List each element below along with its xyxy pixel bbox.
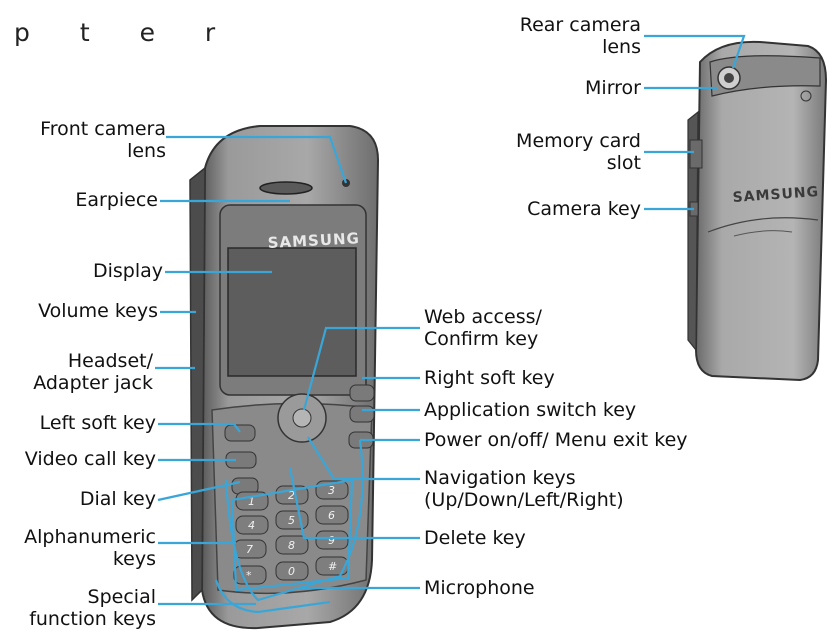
label-microphone: Microphone	[424, 577, 535, 599]
keypad-key-glyph: *	[246, 569, 252, 582]
label-mirror: Mirror	[585, 77, 641, 99]
front-brand-logo: SAMSUNG	[267, 229, 360, 252]
keypad-key-glyph: 7	[246, 543, 253, 556]
display-screen	[227, 247, 357, 377]
label-right-soft-key: Right soft key	[424, 367, 555, 389]
label-application-switch-key: Application switch key	[424, 399, 637, 421]
label-volume-keys: Volume keys	[38, 300, 158, 322]
label-power-menu-exit-key: Power on/off/ Menu exit key	[424, 429, 688, 451]
keypad-key-glyph: 1	[248, 495, 255, 508]
label-memory-card-slot: Memory card slot	[516, 130, 641, 174]
label-headset-adapter-jack: Headset/ Adapter jack	[33, 350, 153, 394]
label-earpiece: Earpiece	[75, 189, 158, 211]
keypad-key-glyph: 5	[288, 514, 295, 527]
label-left-soft-key: Left soft key	[39, 412, 156, 434]
keypad-key-glyph: #	[328, 560, 337, 573]
front-phone: 1 2 3 4 5 6 7 8 9 * 0 #	[189, 125, 380, 630]
page-header-fragment: p t e r	[14, 18, 237, 47]
label-web-access-confirm-key: Web access/ Confirm key	[424, 306, 542, 350]
label-alphanumeric-keys: Alphanumeric keys	[24, 526, 156, 570]
label-delete-key: Delete key	[424, 527, 526, 549]
keypad-outline-traces	[214, 439, 364, 614]
keypad-key-glyph: 4	[248, 519, 255, 532]
keypad-key-glyph: 3	[328, 484, 335, 497]
label-special-function-keys: Special function keys	[29, 586, 156, 630]
label-rear-camera-lens: Rear camera lens	[519, 14, 641, 58]
label-display: Display	[92, 260, 163, 282]
keypad-key-glyph: 0	[288, 565, 295, 578]
leader-lines	[155, 34, 746, 606]
rear-phone	[687, 40, 828, 382]
label-front-camera-lens: Front camera lens	[40, 118, 166, 162]
rear-brand-logo: SAMSUNG	[732, 184, 819, 206]
label-navigation-keys: Navigation keys (Up/Down/Left/Right)	[424, 467, 624, 511]
label-video-call-key: Video call key	[24, 448, 156, 470]
memory-card-slot-shape	[689, 139, 703, 169]
earpiece-slot	[259, 181, 313, 195]
keypad-key-glyph: 2	[288, 489, 295, 502]
label-camera-key: Camera key	[527, 198, 641, 220]
keypad-key-glyph: 9	[328, 534, 335, 547]
keypad-key-glyph: 8	[288, 539, 295, 552]
label-dial-key: Dial key	[79, 488, 156, 510]
keypad-key-glyph: 6	[328, 509, 335, 522]
